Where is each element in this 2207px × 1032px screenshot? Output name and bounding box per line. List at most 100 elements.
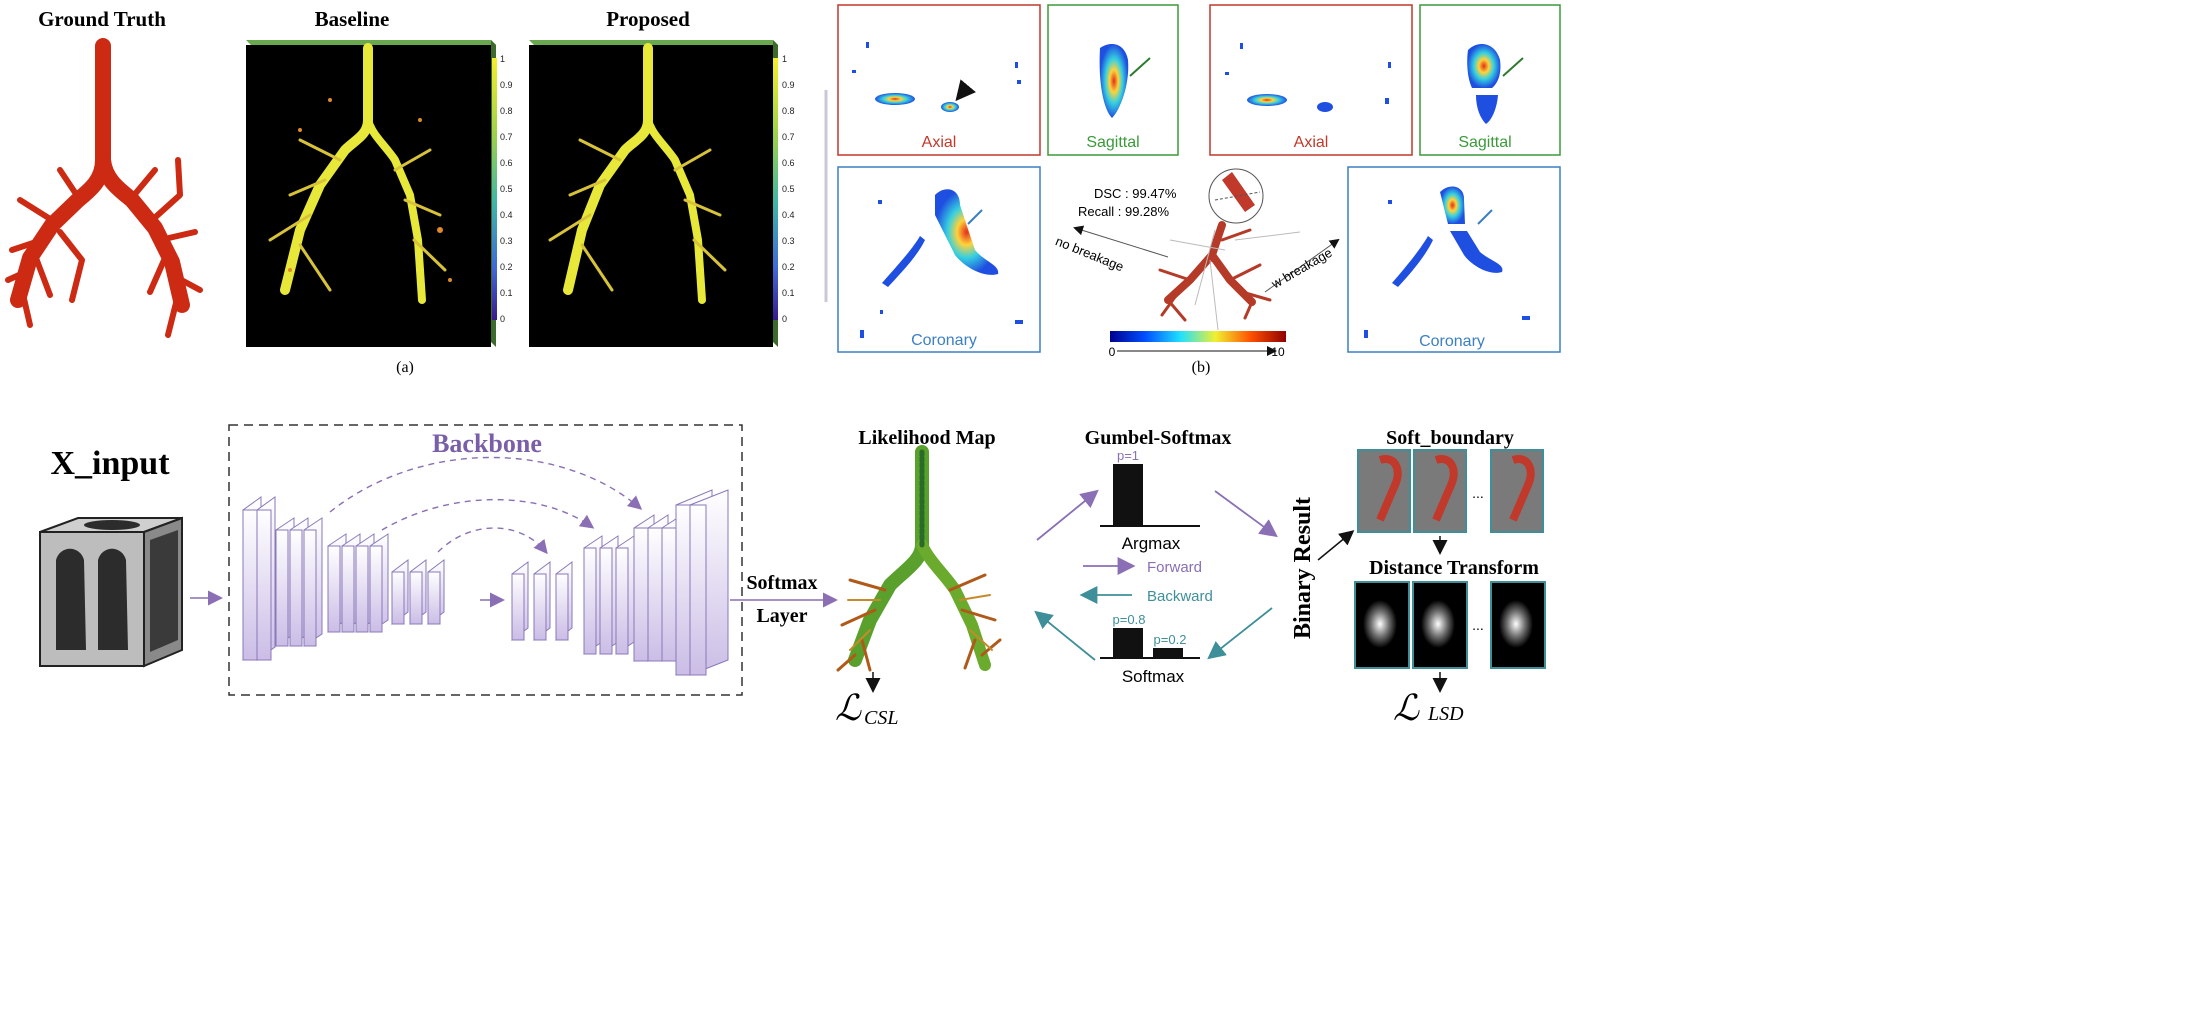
- axial-frame-right: [1209, 4, 1413, 156]
- soft-boundary-title: Soft_boundary: [1386, 427, 1514, 449]
- x-input-label: X_input: [50, 445, 170, 482]
- p02-label: p=0.2: [1154, 632, 1187, 647]
- coronary-heatmap-left: [860, 189, 1023, 338]
- scale-max: 10: [1271, 345, 1285, 359]
- axial-label-right: Axial: [1294, 134, 1329, 151]
- loss-csl-symbol: ℒ: [835, 688, 862, 728]
- colorbar-tick-proposed: 0.4: [782, 210, 795, 220]
- w-breakage-label: w breakage: [1268, 245, 1335, 292]
- zoom-cut-line: [1214, 191, 1261, 201]
- proposed-volume: [529, 40, 778, 347]
- guide-line-2: [1234, 231, 1301, 241]
- likelihood-map-title: Likelihood Map: [858, 427, 995, 449]
- coronary-arrow-left: [967, 209, 983, 225]
- ground-truth-airway: [5, 38, 203, 338]
- argmax-label: Argmax: [1122, 534, 1181, 553]
- colorbar-tick-baseline: 0.4: [500, 210, 513, 220]
- to-likelihood-arrow: [1034, 610, 1096, 661]
- coronary-label-right: Coronary: [1419, 333, 1485, 350]
- guide-line-1: [1194, 229, 1216, 306]
- colorbar-tick-proposed: 0.2: [782, 262, 795, 272]
- binary-to-boundary-arrow: [1317, 530, 1355, 561]
- no-breakage-arrow: [1073, 225, 1169, 258]
- colorbar-tick-baseline: 0.9: [500, 80, 513, 90]
- loss-lsd-symbol: ℒ: [1393, 688, 1420, 728]
- colorbar-tick-proposed: 0.9: [782, 80, 795, 90]
- axial-arrow-left: [955, 79, 976, 102]
- colorbar-tick-baseline: 0.2: [500, 262, 513, 272]
- proposed-colorbar: [773, 58, 778, 320]
- softmax-bar-2: [1153, 648, 1183, 658]
- colorbar-tick-baseline: 0: [500, 314, 505, 324]
- distance-transform-slices: [1354, 581, 1546, 669]
- binary-result-label: Binary Result: [1290, 497, 1316, 639]
- forward-label: Forward: [1147, 559, 1202, 576]
- baseline-colorbar: [492, 58, 497, 320]
- colorbar-tick-baseline: 0.1: [500, 288, 513, 298]
- colorbar-tick-baseline: 0.7: [500, 132, 513, 142]
- distance-transform-title: Distance Transform: [1369, 557, 1539, 579]
- colorbar-tick-baseline: 0.3: [500, 236, 513, 246]
- p1-label: p=1: [1117, 448, 1139, 463]
- softmax-layer-line2: Layer: [756, 605, 807, 627]
- proposed-title: Proposed: [606, 7, 690, 31]
- ct-cube: [39, 516, 183, 668]
- panel-a-caption: (a): [396, 359, 414, 376]
- backbone-label: Backbone: [432, 429, 542, 458]
- sagittal-frame-right: [1419, 4, 1561, 156]
- skip-connections: [329, 456, 643, 555]
- backward-label: Backward: [1147, 588, 1213, 605]
- colorbar-tick-baseline: 0.5: [500, 184, 513, 194]
- colorbar-tick-proposed: 0.5: [782, 184, 795, 194]
- colorbar-tick-baseline: 1: [500, 54, 505, 64]
- figure-canvas: Ground Truth Baseline Proposed 10.90.80.…: [5, 4, 1561, 729]
- softmax-bar-1: [1113, 628, 1143, 658]
- axial-heatmap-left: [852, 42, 1021, 112]
- coronary-heatmap-right: [1364, 186, 1530, 338]
- sagittal-label-left: Sagittal: [1086, 134, 1139, 151]
- colorbar-tick-baseline: 0.8: [500, 106, 513, 116]
- softmax-label: Softmax: [1122, 667, 1185, 686]
- colorbar-tick-proposed: 0.6: [782, 158, 795, 168]
- guide-line-4: [1209, 259, 1219, 331]
- guide-line-3: [1169, 239, 1226, 251]
- colorbar-tick-proposed: 0.7: [782, 132, 795, 142]
- gumbel-softmax-title: Gumbel-Softmax: [1085, 427, 1232, 449]
- colorbar-tick-baseline: 0.6: [500, 158, 513, 168]
- axial-heatmap-right: [1225, 43, 1391, 112]
- baseline-volume: [246, 40, 496, 347]
- argmax-bar: [1113, 464, 1143, 526]
- jet-colorbar: [1110, 331, 1286, 342]
- sagittal-label-right: Sagittal: [1458, 134, 1511, 151]
- scale-min: 0: [1109, 345, 1116, 359]
- colorbar-tick-proposed: 1: [782, 54, 787, 64]
- colorbar-tick-proposed: 0.8: [782, 106, 795, 116]
- ground-truth-title: Ground Truth: [38, 7, 166, 31]
- sagittal-arrow-left: [1129, 57, 1151, 77]
- colorbar-tick-proposed: 0.1: [782, 288, 795, 298]
- colorbar-tick-proposed: 0.3: [782, 236, 795, 246]
- recall-text: Recall : 99.28%: [1078, 204, 1169, 219]
- sagittal-arrow-right: [1502, 57, 1524, 77]
- center-airway: [1158, 221, 1272, 322]
- coronary-arrow-right: [1477, 209, 1493, 225]
- proposed-colorbar-ticks: 1 0.9 0.8 0.7 0.6 0.5 0.4 0.3 0.2 0.1 0: [782, 54, 795, 324]
- coronary-label-left: Coronary: [911, 332, 977, 349]
- axial-frame-left: [837, 4, 1041, 156]
- panel-b-caption: (b): [1192, 359, 1211, 376]
- zoom-branch: [1222, 172, 1255, 212]
- w-breakage-arrow: [1264, 238, 1340, 293]
- axial-label-left: Axial: [922, 134, 957, 151]
- likelihood-airway: [836, 445, 1002, 672]
- encoder-layers: [242, 496, 445, 661]
- colorbar-tick-proposed: 0: [782, 314, 787, 324]
- loss-lsd-sub: LSD: [1427, 703, 1464, 725]
- sagittal-heatmap-left: [1099, 44, 1129, 118]
- boundary-ellipsis: ...: [1472, 485, 1484, 501]
- dt-ellipsis: ...: [1472, 617, 1484, 633]
- decoder-layers: [511, 489, 729, 676]
- from-binary-arrow: [1207, 607, 1273, 660]
- loss-csl-sub: CSL: [864, 707, 898, 729]
- no-breakage-label: no breakage: [1053, 233, 1126, 274]
- backbone-box: [228, 424, 743, 696]
